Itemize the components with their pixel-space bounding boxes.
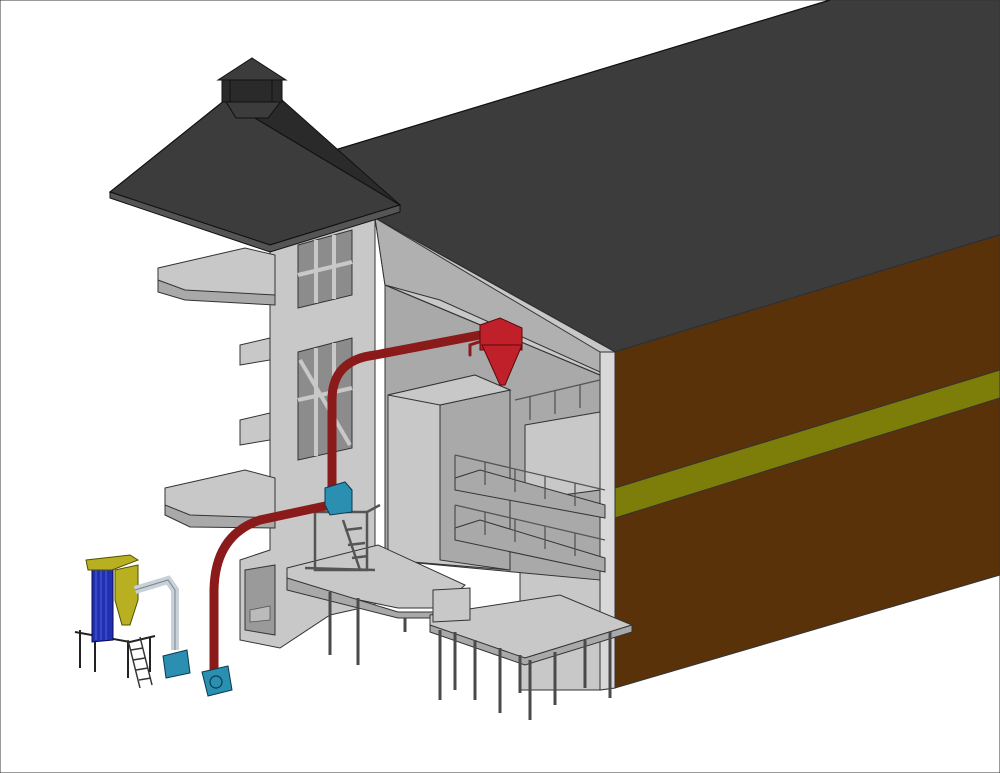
cyclone-red	[479, 317, 523, 386]
support-columns	[328, 592, 612, 720]
duct-lower	[209, 500, 335, 677]
fan-lower	[201, 665, 233, 697]
tower	[157, 217, 376, 649]
railings	[454, 379, 606, 556]
tower-roof	[108, 57, 402, 253]
mezzanine-platforms	[454, 379, 606, 573]
filter-unit	[74, 554, 191, 689]
deck-platforms	[286, 544, 634, 720]
fan-upper	[324, 481, 353, 516]
duct-upper	[327, 330, 485, 495]
